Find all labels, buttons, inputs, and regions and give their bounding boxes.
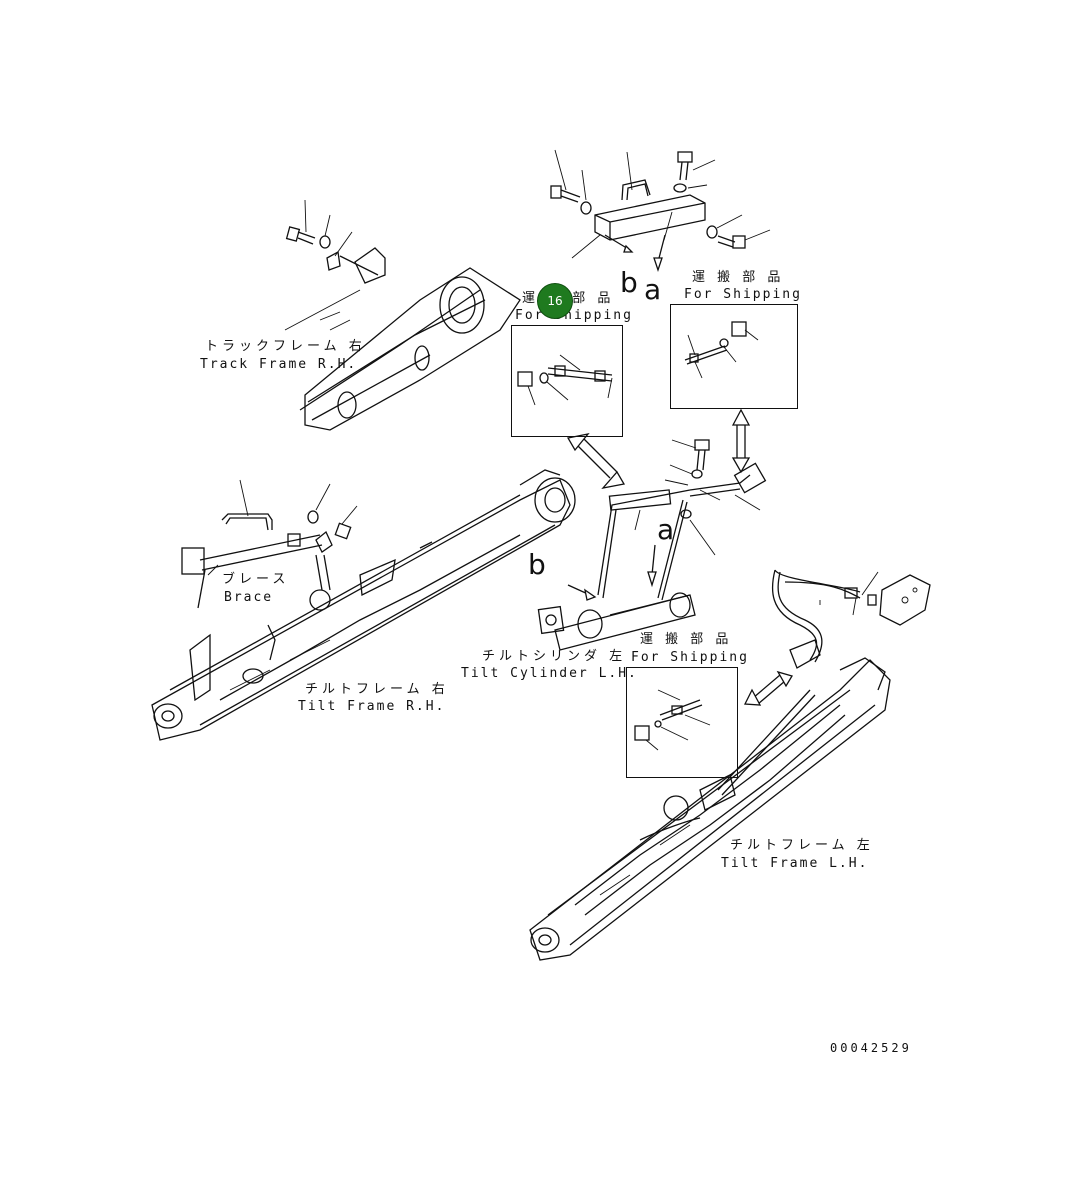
shipping-box-1-contents <box>517 354 613 406</box>
shipping-box-3-contents <box>634 689 711 751</box>
track-frame-rh <box>284 247 521 431</box>
tilt-frame-lh <box>529 657 891 961</box>
shipping-box-2-contents <box>684 321 759 379</box>
shipping-box-3-label-en: For Shipping <box>631 650 749 665</box>
tilt-frame-rh-label-en: Tilt Frame R.H. <box>298 699 446 714</box>
track-frame-rh-label-jp: トラックフレーム 右 <box>205 339 366 354</box>
shipping-box-3 <box>626 667 738 778</box>
reference-letter-b-top: b <box>620 266 638 299</box>
shipping-box-1 <box>511 325 623 437</box>
reference-letter-a-top: a <box>644 273 662 306</box>
tilt-frame-lh-label-jp: チルトフレーム 左 <box>730 838 874 853</box>
track-frame-bolt <box>285 199 379 276</box>
shipping-box-2 <box>670 304 798 409</box>
shipping-box-3-label-jp: 運 搬 部 品 <box>640 632 733 647</box>
reference-letter-b-mid: b <box>528 548 546 581</box>
tilt-frame-rh <box>151 469 576 741</box>
reference-letter-a-mid: a <box>657 513 675 546</box>
tilt-cylinder-lh <box>537 439 767 651</box>
tilt-cylinder-lh-label-en: Tilt Cylinder L.H. <box>461 666 638 681</box>
transfer-arrow-2 <box>731 408 751 474</box>
shipping-box-2-label-jp: 運 搬 部 品 <box>692 270 785 285</box>
brace <box>181 479 358 611</box>
brace-label-en: Brace <box>224 590 274 605</box>
drawing-number: 00042529 <box>830 1041 912 1055</box>
transfer-arrow-1 <box>566 433 626 489</box>
transfer-arrow-3 <box>743 670 793 706</box>
callout-badge-16[interactable]: 16 <box>537 283 573 319</box>
shipping-box-1-label-en: For Shipping <box>515 308 633 323</box>
brace-label-jp: ブレース <box>222 572 290 587</box>
tilt-frame-rh-label-jp: チルトフレーム 右 <box>305 682 449 697</box>
track-frame-rh-label-en: Track Frame R.H. <box>200 357 358 372</box>
tilt-frame-lh-label-en: Tilt Frame L.H. <box>721 856 869 871</box>
top-cover-assembly <box>550 149 771 273</box>
hydraulic-hose <box>771 569 931 669</box>
tilt-cylinder-lh-label-jp: チルトシリンダ 左 <box>482 649 627 664</box>
shipping-box-2-label-en: For Shipping <box>684 287 802 302</box>
